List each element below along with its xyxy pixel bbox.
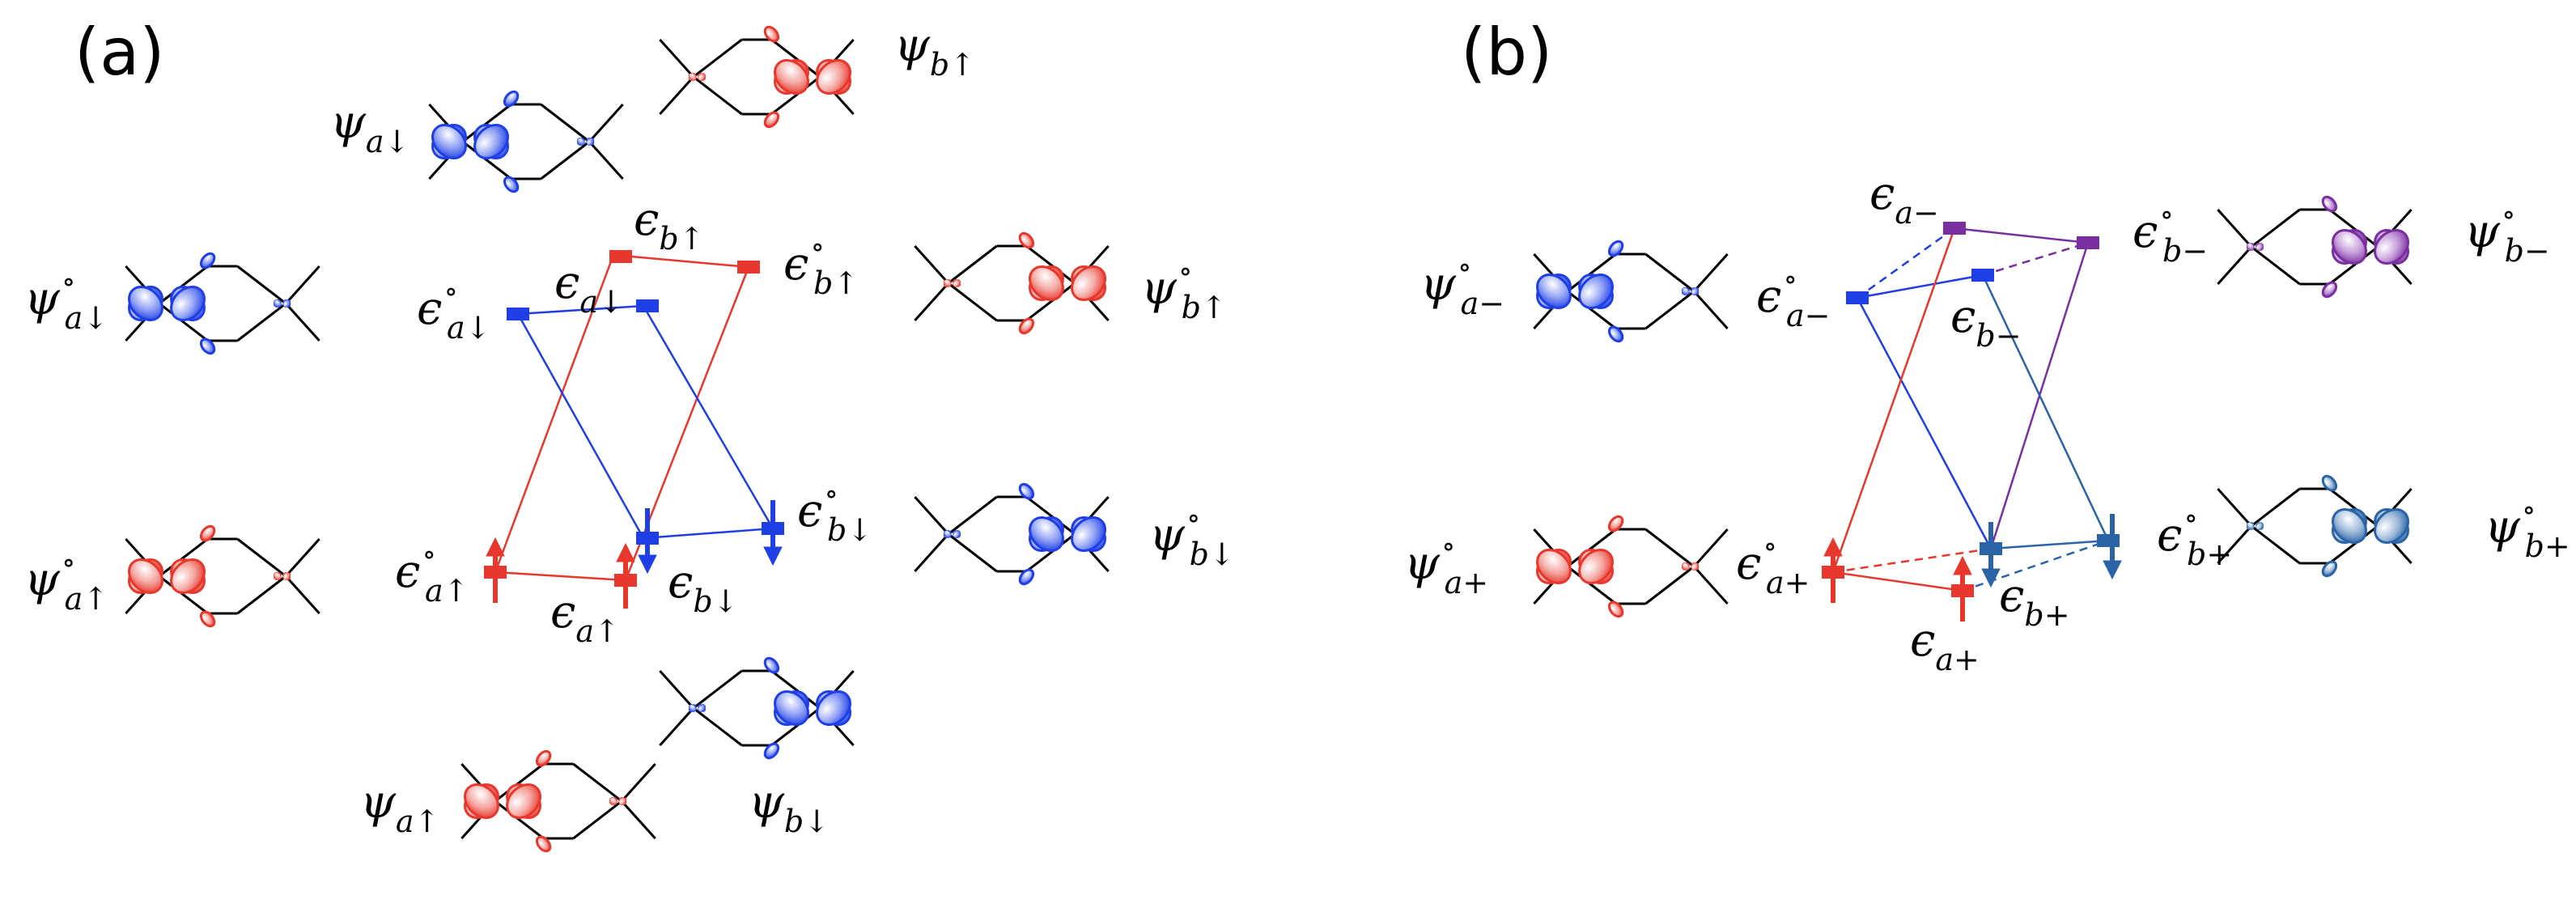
label-eps-b-plus: ϵb+ bbox=[1999, 570, 2070, 633]
link-blue-1 bbox=[517, 304, 644, 316]
b-link-3 bbox=[1954, 227, 2089, 244]
level-eps0-b-up bbox=[737, 261, 760, 274]
level-eps0-b-plus bbox=[2097, 534, 2120, 547]
b-link-12 bbox=[1962, 539, 2109, 592]
molecule-psi-a-up-bottom bbox=[456, 749, 656, 853]
link-blue-2 bbox=[516, 313, 645, 539]
level-eps0-b-minus bbox=[2077, 236, 2099, 249]
label-eps-a-plus: ϵa+ bbox=[1910, 614, 1980, 677]
label-eps0-b-plus: ϵ∘b+ bbox=[2157, 502, 2232, 572]
label-psi-a-up-bottom: ψa↑ bbox=[360, 776, 439, 839]
molecule-psi0-b-down bbox=[914, 482, 1114, 586]
electron-down-eps-b-down bbox=[638, 508, 657, 575]
b-link-2 bbox=[1857, 274, 1984, 299]
label-psi-b-down-bottom: ψb↓ bbox=[749, 776, 830, 839]
level-eps-a-minus bbox=[1943, 222, 1966, 235]
b-link-5 bbox=[1856, 297, 1992, 549]
label-eps-a-down: ϵa↓ bbox=[554, 257, 624, 320]
molecule-psi0-b-up bbox=[914, 231, 1114, 335]
label-psi-a-down-top: ψa↓ bbox=[330, 96, 410, 159]
label-psi0-b-plus: ψ∘b+ bbox=[2485, 494, 2570, 564]
link-red-1 bbox=[494, 254, 615, 573]
label-eps0-a-down: ϵ∘a↓ bbox=[417, 275, 491, 346]
link-blue-4 bbox=[643, 527, 774, 540]
b-link-4 bbox=[1982, 241, 2089, 277]
label-eps0-b-minus: ϵ∘b− bbox=[2133, 198, 2208, 269]
panel-b-label: (b) bbox=[1461, 15, 1552, 90]
label-eps0-b-down: ϵ∘b↓ bbox=[797, 477, 872, 548]
label-psi0-b-down: ψ∘b↓ bbox=[1149, 502, 1235, 572]
orbital-labels: ψa↓ ψb↑ ψ∘a↓ ψ∘b↑ ψ∘a↑ ψ∘b↓ ψa↑ ψb↓ ϵb↑ ϵ∘b↑ ϵa↓ ϵ∘… bbox=[24, 19, 2570, 839]
molecule-psi-b-up bbox=[659, 25, 859, 129]
link-red-2 bbox=[494, 571, 626, 582]
level-eps0-a-minus bbox=[1846, 291, 1869, 304]
molecule-psi-b-down-bottom bbox=[659, 656, 859, 760]
label-psi0-b-up: ψ∘b↑ bbox=[1141, 255, 1227, 325]
link-blue-3 bbox=[642, 305, 774, 529]
label-psi0-a-minus: ψ∘a− bbox=[1420, 251, 1504, 321]
b-link-8 bbox=[1981, 274, 2110, 541]
label-psi0-a-plus: ψ∘a+ bbox=[1404, 530, 1488, 600]
label-eps0-a-plus: ϵ∘a+ bbox=[1736, 530, 1810, 600]
molecule-psi0-a-plus bbox=[1529, 515, 1729, 618]
label-eps-a-up: ϵa↑ bbox=[550, 586, 620, 649]
label-eps-b-minus: ϵb− bbox=[1950, 291, 2022, 354]
electron-down-eps0-b-plus bbox=[2103, 514, 2122, 580]
label-psi-b-up-top: ψb↑ bbox=[894, 19, 975, 83]
label-psi0-a-up: ψ∘a↑ bbox=[24, 546, 108, 617]
molecule-psi0-a-minus bbox=[1529, 240, 1729, 343]
electron-up-eps-a-up bbox=[616, 542, 635, 609]
label-eps-b-up: ϵb↑ bbox=[634, 193, 705, 257]
label-eps0-a-minus: ϵ∘a− bbox=[1756, 263, 1831, 333]
label-psi0-a-down: ψ∘a↓ bbox=[24, 265, 108, 336]
level-eps-a-down bbox=[636, 299, 659, 312]
molecule-psi0-b-plus bbox=[2217, 474, 2417, 578]
electron-up-eps0-a-up bbox=[486, 537, 505, 603]
electron-up-eps0-a-plus bbox=[1823, 537, 1843, 603]
b-link-11 bbox=[1990, 539, 2109, 550]
label-eps-b-down: ϵb↓ bbox=[668, 556, 739, 619]
b-link-7 bbox=[1831, 227, 1956, 573]
molecule-psi0-b-minus bbox=[2217, 195, 2417, 299]
panel-a-label: (a) bbox=[74, 15, 164, 90]
molecule-psi-a-down bbox=[424, 90, 624, 193]
electron-down-eps0-b-down bbox=[763, 500, 783, 566]
molecule-psi0-a-down bbox=[121, 252, 320, 355]
electron-up-eps-a-plus bbox=[1953, 555, 1972, 622]
molecule-psi0-a-up bbox=[121, 524, 320, 628]
label-eps0-a-up: ϵ∘a↑ bbox=[395, 538, 469, 609]
link-red-4 bbox=[613, 253, 749, 269]
label-eps0-b-up: ϵ∘b↑ bbox=[783, 231, 859, 301]
level-eps0-a-down bbox=[507, 308, 529, 320]
molecular-orbitals bbox=[121, 25, 2417, 853]
energy-level-diagram bbox=[484, 222, 2122, 622]
electron-down-eps-b-plus bbox=[1981, 522, 2001, 588]
b-link-1 bbox=[1857, 227, 1955, 299]
label-psi0-b-minus: ψ∘b− bbox=[2464, 198, 2550, 269]
level-eps-b-up bbox=[609, 250, 632, 263]
label-eps-a-minus: ϵa− bbox=[1869, 168, 1939, 231]
level-eps-b-minus bbox=[1971, 269, 1994, 282]
b-link-9 bbox=[1832, 571, 1963, 592]
